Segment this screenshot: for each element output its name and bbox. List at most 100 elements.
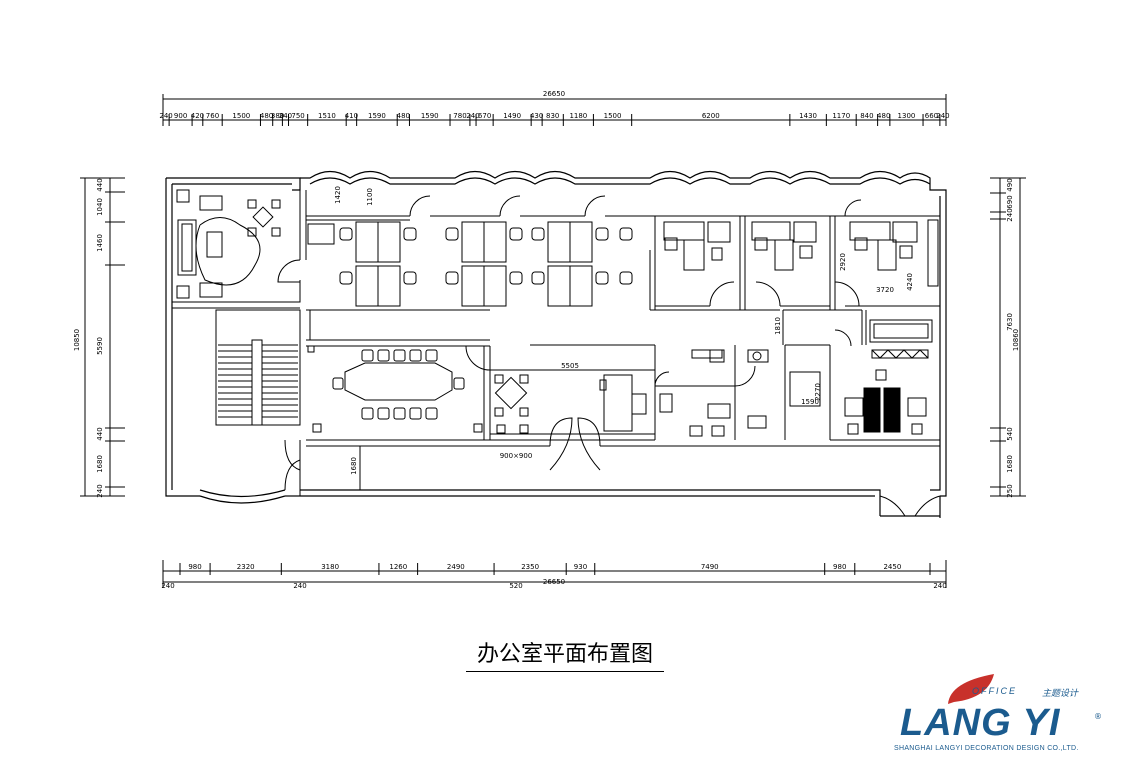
bottom-dim-label: 3180 xyxy=(321,563,339,571)
door-size-label: 900×900 xyxy=(500,452,533,460)
left-dim-label: 5590 xyxy=(96,337,104,355)
meeting-chair xyxy=(425,349,438,362)
logo-company-name: SHANGHAI LANGYI DECORATION DESIGN CO.,LT… xyxy=(894,745,1079,752)
top-dim-label: 1500 xyxy=(604,112,622,120)
room-dim-label: 5505 xyxy=(561,362,579,370)
meeting-chair xyxy=(377,349,390,362)
office-chair xyxy=(595,227,609,241)
bottom-lower-label: 240 xyxy=(293,582,306,590)
top-dim-label: 1180 xyxy=(569,112,587,120)
top-dim-label: 480 xyxy=(877,112,890,120)
bottom-lower-label: 520 xyxy=(509,582,522,590)
left-total-label: 10850 xyxy=(73,329,81,351)
desk xyxy=(483,265,507,307)
room-dim-label: 1100 xyxy=(366,188,374,206)
meeting-chair xyxy=(409,407,422,420)
bottom-dim-label: 2490 xyxy=(447,563,465,571)
left-dim-label: 1460 xyxy=(96,234,104,252)
logo-office-text: OFFICE xyxy=(972,686,1017,696)
desk xyxy=(483,221,507,263)
logo-brand: LANG YI xyxy=(900,702,1061,744)
desk xyxy=(377,265,401,307)
meeting-chair xyxy=(361,407,374,420)
meeting-chair xyxy=(361,349,374,362)
bottom-dim-label: 980 xyxy=(188,563,201,571)
right-dim-label: 240 xyxy=(1006,208,1014,221)
company-logo: OFFICE 主题设计 LANG YI ® SHANGHAI LANGYI DE… xyxy=(890,672,1110,762)
office-chair xyxy=(531,227,545,241)
room-dim-label: 1680 xyxy=(350,457,358,475)
outer-walls xyxy=(165,170,947,518)
right-dimension-chain xyxy=(990,177,1026,497)
office-chair xyxy=(619,227,633,241)
meeting-chair xyxy=(393,407,406,420)
top-dim-label: 750 xyxy=(291,112,304,120)
bottom-dim-label: 7490 xyxy=(701,563,719,571)
bottom-total-label: 26650 xyxy=(543,578,565,586)
office-chair xyxy=(339,271,353,285)
meeting-chair xyxy=(332,377,344,390)
leaf-icon xyxy=(948,674,994,704)
top-dim-label: 1590 xyxy=(421,112,439,120)
top-dim-label: 6200 xyxy=(702,112,720,120)
logo-registered: ® xyxy=(1094,712,1102,721)
meeting-chair xyxy=(425,407,438,420)
right-dim-label: 690 xyxy=(1006,195,1014,208)
bottom-dim-label: 1260 xyxy=(389,563,407,571)
desk xyxy=(547,221,571,263)
desk xyxy=(355,221,379,263)
left-dim-label: 1680 xyxy=(96,455,104,473)
top-dim-label: 430 xyxy=(530,112,543,120)
top-dim-label: 1300 xyxy=(898,112,916,120)
top-dim-label: 480 xyxy=(260,112,273,120)
top-dim-label: 1590 xyxy=(368,112,386,120)
top-dim-label: 1430 xyxy=(799,112,817,120)
right-dim-label: 250 xyxy=(1006,484,1014,497)
room-dim-label: 1810 xyxy=(774,317,782,335)
bottom-dim-label: 980 xyxy=(833,563,846,571)
meeting-chair xyxy=(409,349,422,362)
desk xyxy=(377,221,401,263)
bottom-lower-label: 240 xyxy=(933,582,946,590)
drawing-title: 办公室平面布置图 xyxy=(476,642,653,667)
right-total-label: 10860 xyxy=(1012,329,1020,351)
top-dim-label: 670 xyxy=(478,112,491,120)
bottom-dim-label: 2320 xyxy=(237,563,255,571)
bottom-lower-label: 240 xyxy=(161,582,174,590)
top-dim-label: 380 xyxy=(271,112,284,120)
desk xyxy=(547,265,571,307)
room-dim-label: 2270 xyxy=(814,383,822,401)
office-chair xyxy=(509,227,523,241)
desk xyxy=(355,265,379,307)
top-dim-label: 410 xyxy=(345,112,358,120)
top-dim-label: 780 xyxy=(453,112,466,120)
top-dim-label: 1490 xyxy=(503,112,521,120)
left-dim-label: 440 xyxy=(96,427,104,440)
top-dim-label: 1170 xyxy=(832,112,850,120)
room-dim-label: 1420 xyxy=(334,186,342,204)
title-underline xyxy=(466,671,664,672)
bottom-dim-label: 930 xyxy=(574,563,587,571)
top-dim-label: 840 xyxy=(860,112,873,120)
room-dim-label: 4240 xyxy=(906,273,914,291)
right-dim-label: 1680 xyxy=(1006,455,1014,473)
top-dim-label: 1510 xyxy=(318,112,336,120)
bottom-dim-label: 2350 xyxy=(521,563,539,571)
doors xyxy=(277,195,941,517)
desk xyxy=(569,221,593,263)
room-dim-label: 3720 xyxy=(876,286,894,294)
top-dim-label: 830 xyxy=(546,112,559,120)
left-dim-label: 440 xyxy=(96,178,104,191)
left-dimension-chain xyxy=(80,177,125,497)
right-dim-label: 540 xyxy=(1006,427,1014,440)
right-dim-label: 7630 xyxy=(1006,313,1014,331)
top-dim-label: 240 xyxy=(279,112,292,120)
left-dim-label: 1040 xyxy=(96,198,104,216)
office-chair xyxy=(445,227,459,241)
bottom-dimension-chain xyxy=(162,560,947,588)
top-dim-label: 480 xyxy=(397,112,410,120)
top-dimension-chain xyxy=(162,94,947,126)
interior-walls xyxy=(172,190,940,496)
top-dim-label: 240 xyxy=(466,112,479,120)
